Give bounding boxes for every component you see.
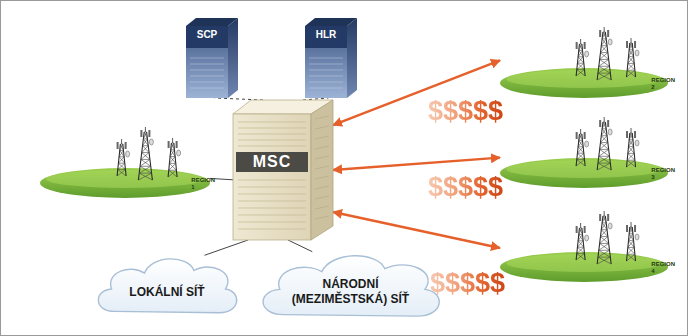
region-node: REGION 1 [40,128,210,200]
node-label: MSC [253,152,292,172]
region-illustration [500,212,668,284]
node-label: REGION 2 [651,77,675,91]
cost-arrow [333,212,500,248]
node-label: NÁRODNÍ (MEZIMĚSTSKÁ) SÍŤ [278,277,423,307]
cost-arrow [333,158,500,170]
node-label: HLR [316,29,337,41]
cost-label: $$$$$ [428,96,503,126]
switch-cabinet: MSC [233,100,333,240]
network-link [205,240,249,255]
node-label: REGION 1 [191,177,215,191]
network-cloud: LOKÁLNÍ SÍŤ [92,252,242,318]
node-label: REGION 4 [651,261,675,275]
server-node: SCP [186,18,238,98]
server-node: HLR [305,18,357,98]
node-label: SCP [197,29,218,41]
region-illustration [500,118,668,190]
region-illustration [500,28,668,100]
node-label: LOKÁLNÍ SÍŤ [129,285,204,300]
network-cloud: NÁRODNÍ (MEZIMĚSTSKÁ) SÍŤ [255,248,446,322]
region-node: REGION 3 [500,118,668,190]
cost-label: $$$$$ [428,172,503,202]
region-node: REGION 2 [500,28,668,100]
network-link [288,240,312,252]
region-illustration [40,128,210,200]
node-label: REGION 3 [651,167,675,181]
region-node: REGION 4 [500,212,668,284]
cost-label: $$$$$ [430,268,505,298]
